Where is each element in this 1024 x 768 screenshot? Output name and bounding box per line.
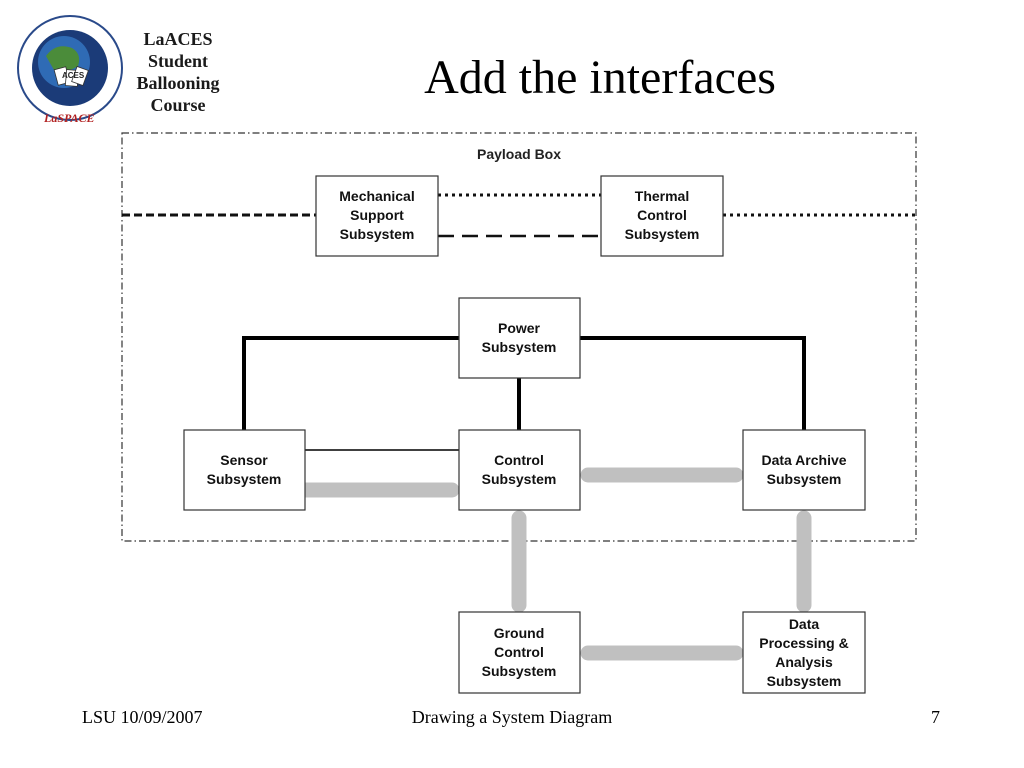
power-line-left — [242, 336, 459, 430]
archive-label-1: Data Archive — [761, 452, 846, 468]
thermal-control-block — [600, 175, 724, 257]
thermal-label-1: Thermal — [635, 188, 689, 204]
course-line-2: Student — [147, 51, 209, 71]
course-line-3: Ballooning — [136, 73, 220, 93]
mechanical-label-3: Subsystem — [340, 226, 415, 242]
control-label-2: Subsystem — [482, 471, 557, 487]
course-line-1: LaACES — [143, 29, 213, 49]
processing-label-4: Subsystem — [767, 673, 842, 689]
sensor-block — [183, 429, 306, 511]
processing-label-3: Analysis — [775, 654, 833, 670]
archive-label-2: Subsystem — [767, 471, 842, 487]
laspace-logo: ACES LaSPACE — [17, 15, 123, 125]
power-block — [458, 297, 581, 379]
page-number: 7 — [931, 707, 940, 727]
thermal-label-2: Control — [637, 207, 687, 223]
footer-title: Drawing a System Diagram — [411, 707, 613, 727]
data-processing-block — [742, 611, 866, 694]
ground-label-2: Control — [494, 644, 544, 660]
mechanical-label-2: Support — [350, 207, 404, 223]
mechanical-label-1: Mechanical — [339, 188, 414, 204]
power-label-1: Power — [498, 320, 541, 336]
power-label-2: Subsystem — [482, 339, 557, 355]
sensor-label-1: Sensor — [220, 452, 268, 468]
mechanical-support-block — [315, 175, 439, 257]
course-name: LaACES Student Ballooning Course — [128, 28, 228, 116]
footer-date: LSU 10/09/2007 — [82, 707, 203, 727]
control-block — [458, 429, 581, 511]
processing-label-1: Data — [789, 616, 820, 632]
course-line-4: Course — [150, 95, 206, 115]
svg-text:LaSPACE: LaSPACE — [43, 111, 94, 125]
thermal-label-3: Subsystem — [625, 226, 700, 242]
slide-title: Add the interfaces — [424, 51, 776, 104]
data-archive-block — [742, 429, 866, 511]
processing-label-2: Processing & — [759, 635, 848, 651]
payload-box-label: Payload Box — [477, 146, 561, 162]
svg-text:ACES: ACES — [62, 71, 85, 80]
ground-control-block — [458, 611, 581, 694]
power-line-right — [580, 336, 806, 430]
ground-label-3: Subsystem — [482, 663, 557, 679]
sensor-label-2: Subsystem — [207, 471, 282, 487]
ground-label-1: Ground — [494, 625, 545, 641]
control-label-1: Control — [494, 452, 544, 468]
